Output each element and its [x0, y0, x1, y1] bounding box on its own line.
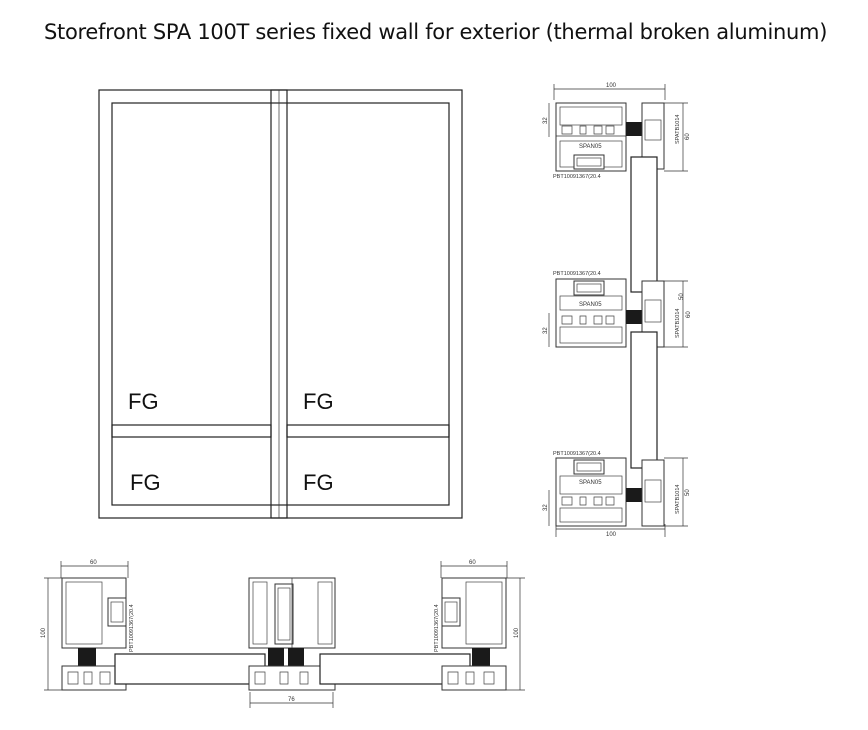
profile-label-bot: SPAN05: [579, 480, 602, 486]
vertical-section: 100 SPAN05 32 60 SPATB1014 PBT10091367(2…: [543, 83, 692, 538]
glass-lower: [630, 331, 658, 469]
dim-top-width: 100: [606, 83, 617, 89]
dim-32-bot: 32: [543, 504, 549, 511]
elevation-view: FG FG FG FG: [98, 89, 463, 519]
part-label-bot: PBT10091367(20.4: [553, 451, 601, 457]
dim-mullion-width: 76: [288, 697, 295, 703]
left-jamb-profile: [61, 577, 127, 691]
outer-frame: [98, 89, 463, 519]
dim-right-width: 60: [469, 560, 476, 566]
panel-label-top-left: FG: [128, 389, 159, 414]
inner-frame: [111, 102, 450, 506]
sill-profile: PBT10091367(20.4 SPAN05: [553, 451, 665, 527]
transom-profile: PBT10091367(20.4 SPAN05: [553, 271, 665, 348]
side-label-mid: SPATB1014: [675, 309, 681, 338]
dim-left-height: 100: [41, 627, 47, 638]
part-label-right: PBT10091367(20.4: [434, 604, 440, 652]
horizontal-section: 60 100 PBT10091367(20.4: [41, 560, 525, 708]
part-label-mid: PBT10091367(20.4: [553, 271, 601, 277]
dim-32-mid: 32: [543, 327, 549, 334]
dim-60-top: 60: [685, 133, 691, 140]
dim-32-top: 32: [543, 117, 549, 124]
dim-60-mid: 60: [686, 311, 692, 318]
profile-label-top: SPAN05: [579, 144, 602, 150]
side-label-bot: SPATB1014: [675, 485, 681, 514]
part-label-left: PBT10091367(20.4: [129, 604, 135, 652]
dim-left-width: 60: [90, 560, 97, 566]
head-profile: SPAN05: [555, 102, 665, 172]
dim-50-bot: 50: [685, 489, 691, 496]
page-title: Storefront SPA 100T series fixed wall fo…: [44, 20, 828, 44]
panel-label-bottom-left: FG: [130, 470, 161, 495]
profile-label-mid: SPAN05: [579, 302, 602, 308]
panel-label-bottom-right: FG: [303, 470, 334, 495]
transom-left: [111, 424, 272, 438]
part-label-top: PBT10091367(20.4: [553, 174, 601, 180]
glass-left: [114, 653, 266, 685]
dim-50-mid: 50: [679, 293, 685, 300]
right-jamb-profile: [441, 577, 507, 691]
glass-upper: [630, 156, 658, 293]
dim-bottom-width: 100: [606, 532, 617, 538]
transom-right: [286, 424, 450, 438]
panel-label-top-right: FG: [303, 389, 334, 414]
dim-right-height: 100: [514, 627, 520, 638]
side-label-top: SPATB1014: [675, 115, 681, 144]
